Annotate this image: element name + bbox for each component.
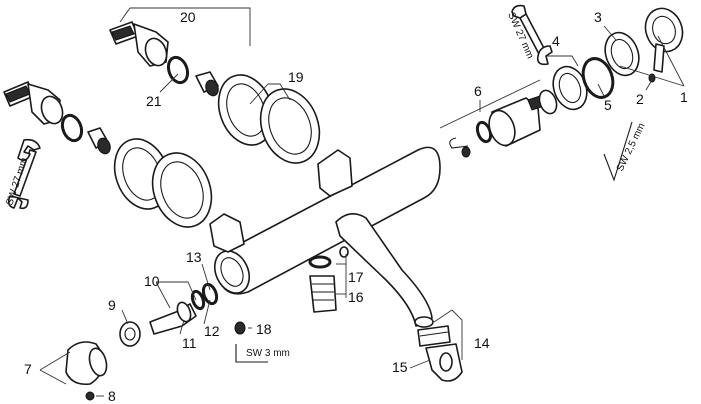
callout-10: 10: [144, 273, 160, 289]
callout-19: 19: [288, 69, 304, 85]
callout-7: 7: [24, 361, 32, 377]
wrench-left-icon: [7, 138, 41, 210]
hex-key-bottom-label: SW 3 mm: [246, 348, 290, 359]
set-screw: [234, 321, 246, 335]
callout-12: 12: [204, 323, 220, 339]
hex-key-right-label: SW 2,5 mm: [615, 122, 648, 174]
callout-21: 21: [146, 93, 162, 109]
callout-20: 20: [180, 9, 196, 25]
cartridge-assembly: [449, 31, 640, 158]
callout-3: 3: [594, 9, 602, 25]
left-s-union-lower: [3, 81, 213, 228]
callout-15: 15: [392, 359, 408, 375]
diverter-aerator: [417, 325, 463, 382]
cap-nut: [119, 321, 141, 347]
callout-16: 16: [348, 289, 364, 305]
callout-6: 6: [474, 83, 482, 99]
wrench-right-icon: [511, 4, 553, 66]
callout-5: 5: [604, 97, 612, 113]
callout-2: 2: [636, 91, 644, 107]
callout-9: 9: [108, 297, 116, 313]
callout-4: 4: [552, 33, 560, 49]
callout-17: 17: [348, 269, 364, 285]
callout-11: 11: [182, 335, 197, 351]
leader-lines: [39, 7, 685, 397]
cap-screw: [85, 391, 95, 401]
end-cap: [65, 341, 108, 386]
callout-14: 14: [474, 335, 490, 351]
thermostat-cartridge: [149, 282, 219, 335]
callout-13: 13: [186, 249, 202, 265]
callout-18: 18: [256, 321, 272, 337]
hex-key-bottom-icon: [235, 344, 268, 363]
left-s-union-upper: [109, 21, 321, 164]
callout-8: 8: [108, 388, 116, 404]
callout-numbers: 1 2 3 4 5 6 7 8 9 10 11 12 13 14 15 16 1…: [24, 9, 688, 404]
mixer-body: [209, 146, 441, 328]
hex-key-right-icon: [603, 121, 633, 182]
lever-handle: [644, 7, 684, 83]
callout-1: 1: [680, 89, 688, 105]
spout-adapter: [308, 246, 349, 313]
